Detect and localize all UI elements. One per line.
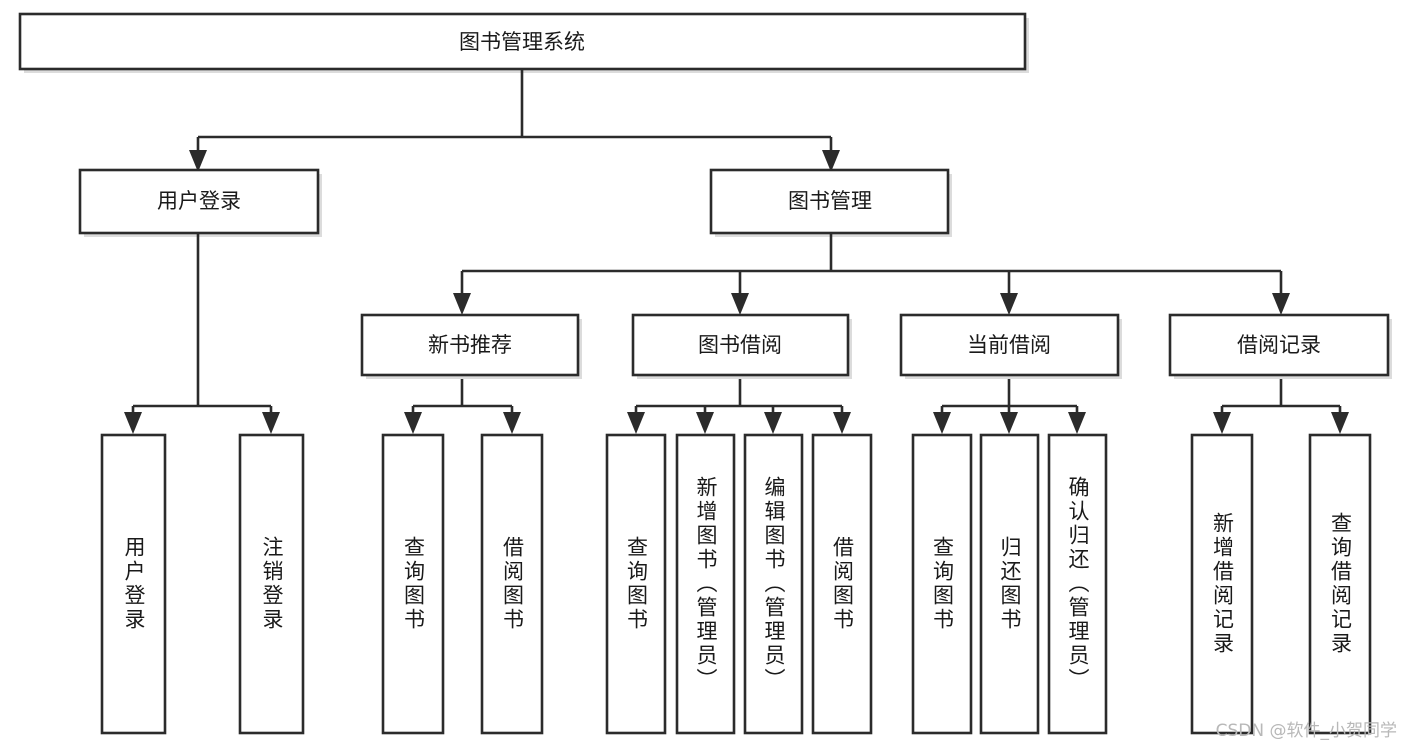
arrow-to-leaf-borrow-book-1-icon — [503, 412, 521, 434]
arrow-to-leaf-return-book-icon — [1000, 412, 1018, 434]
arrow-to-book-borrow-icon — [731, 293, 749, 315]
arrow-to-leaf-user-login-icon — [124, 412, 142, 434]
node-book-management-box[interactable] — [709, 168, 950, 235]
node-book-borrow[interactable]: 图书借阅 — [631, 313, 850, 377]
node-root-label: 图书管理系统 — [459, 30, 585, 54]
node-borrow-record-box[interactable] — [1168, 313, 1390, 377]
leaf-boxes — [100, 433, 1372, 735]
leaf-box-query-book-1[interactable] — [381, 433, 445, 735]
node-current-borrow[interactable]: 当前借阅 — [899, 313, 1120, 377]
arrow-to-leaf-add-book-icon — [696, 412, 714, 434]
leaf-box-add-record[interactable] — [1190, 433, 1254, 735]
node-current-borrow-box[interactable] — [899, 313, 1120, 377]
arrow-to-book-management-icon — [822, 150, 840, 172]
node-new-book-recommend-box[interactable] — [360, 313, 580, 377]
leaf-box-confirm-return[interactable] — [1047, 433, 1108, 735]
arrow-to-leaf-query-record-icon — [1331, 412, 1349, 434]
arrow-to-leaf-query-book-1-icon — [404, 412, 422, 434]
node-book-borrow-box[interactable] — [631, 313, 850, 377]
node-root-box[interactable] — [18, 12, 1027, 71]
node-user-login[interactable]: 用户登录 — [78, 168, 320, 235]
leaf-box-query-book-3[interactable] — [911, 433, 973, 735]
leaf-box-add-book[interactable] — [675, 433, 736, 735]
arrow-to-current-borrow-icon — [1000, 293, 1018, 315]
csdn-watermark: CSDN @软件_小贺同学 — [1215, 721, 1397, 741]
leaf-box-query-book-2[interactable] — [605, 433, 667, 735]
arrow-to-leaf-borrow-book-2-icon — [833, 412, 851, 434]
leaf-box-user-login[interactable] — [100, 433, 167, 735]
arrow-to-leaf-confirm-return-icon — [1068, 412, 1086, 434]
node-borrow-record[interactable]: 借阅记录 — [1168, 313, 1390, 377]
leaf-box-edit-book[interactable] — [743, 433, 804, 735]
leaf-box-borrow-book-2[interactable] — [811, 433, 873, 735]
leaf-box-borrow-book-1[interactable] — [480, 433, 544, 735]
arrow-heads — [124, 150, 1349, 434]
node-new-book-recommend-label: 新书推荐 — [428, 333, 512, 357]
node-new-book-recommend[interactable]: 新书推荐 — [360, 313, 580, 377]
node-user-login-label: 用户登录 — [157, 189, 241, 213]
arrow-to-leaf-add-record-icon — [1213, 412, 1231, 434]
arrow-to-leaf-query-book-2-icon — [627, 412, 645, 434]
node-user-login-box[interactable] — [78, 168, 320, 235]
leaf-box-logout-login[interactable] — [238, 433, 305, 735]
node-book-management-label: 图书管理 — [788, 189, 872, 213]
arrow-to-leaf-query-book-3-icon — [933, 412, 951, 434]
leaf-box-return-book[interactable] — [979, 433, 1040, 735]
node-borrow-record-label: 借阅记录 — [1237, 333, 1321, 357]
node-book-management[interactable]: 图书管理 — [709, 168, 950, 235]
arrow-to-user-login-icon — [189, 150, 207, 172]
node-root[interactable]: 图书管理系统 — [18, 12, 1027, 71]
arrow-to-new-book-icon — [453, 293, 471, 315]
node-book-borrow-label: 图书借阅 — [698, 333, 782, 357]
arrow-to-leaf-logout-login-icon — [262, 412, 280, 434]
arrow-to-borrow-record-icon — [1272, 293, 1290, 315]
arrow-to-leaf-edit-book-icon — [764, 412, 782, 434]
node-current-borrow-label: 当前借阅 — [967, 333, 1051, 357]
leaf-box-query-record[interactable] — [1308, 433, 1372, 735]
